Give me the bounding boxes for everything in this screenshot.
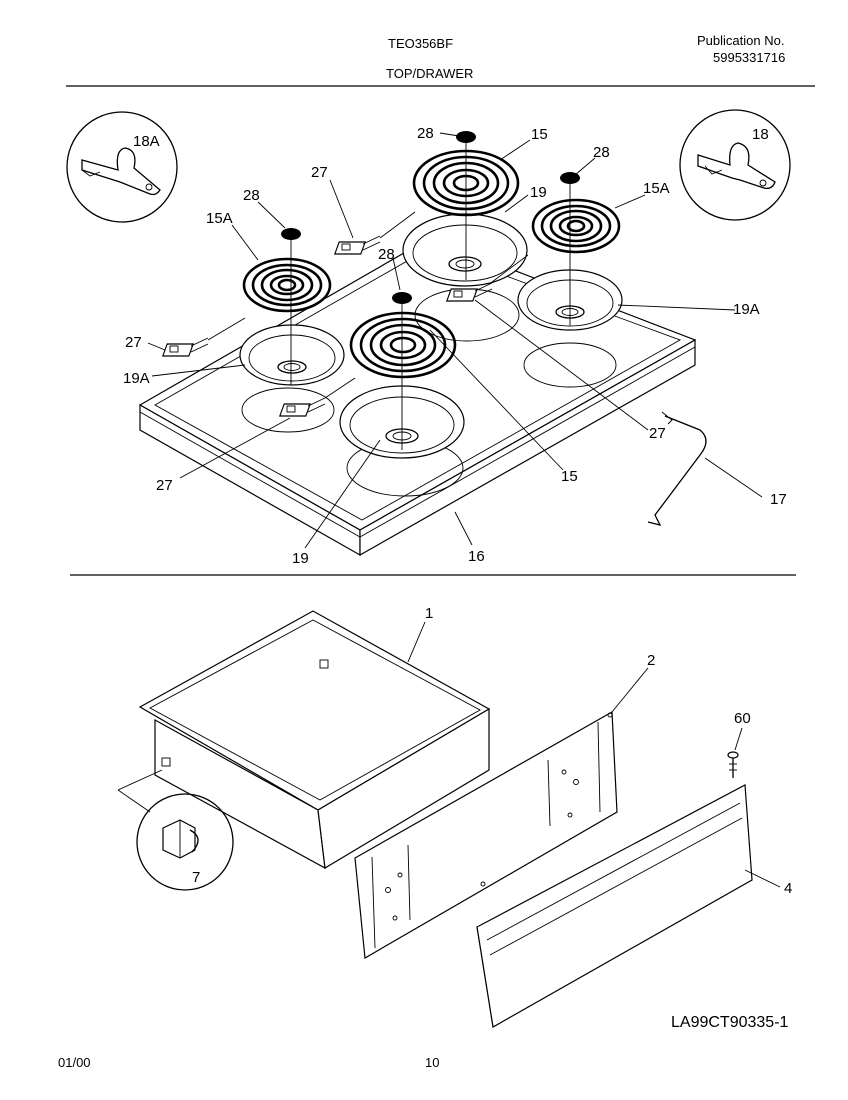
footer-page-number: 10 [425,1055,440,1070]
callout-4: 4 [784,880,792,897]
spacer-28-left [281,228,301,240]
callout-18A: 18A [133,133,160,150]
callout-16: 16 [468,548,485,565]
callout-15A-left: 15A [206,210,233,227]
callout-19-front: 19 [292,550,309,567]
drawer-front-panel-2 [354,710,618,959]
drawer-body-1 [138,610,491,870]
drawing-id: LA99CT90335-1 [671,1014,789,1031]
screw-60 [727,751,739,778]
spacer-28-center [392,292,412,304]
model-number: TEO356BF [388,36,454,51]
callout-27-left: 27 [125,334,142,351]
section-title: TOP/DRAWER [386,66,474,81]
publication-label: Publication No. [697,33,785,48]
callout-2: 2 [647,652,655,669]
callout-17: 17 [770,491,787,508]
callout-19-rear: 19 [530,184,547,201]
callout-7: 7 [192,869,200,886]
drip-bowl-19-rear [402,213,528,287]
surface-element-15A-left [242,257,332,313]
callout-27-front: 27 [156,477,173,494]
callout-19A-left: 19A [123,370,150,387]
footer-date: 01/00 [58,1055,91,1070]
callout-28-center: 28 [378,246,395,263]
receptacle-27-left [162,337,209,357]
inset-bracket-18 [679,109,791,221]
surface-element-15A-right [531,198,621,254]
callout-28-left: 28 [243,187,260,204]
callout-28-rear: 28 [417,125,434,142]
publication-number: 5995331716 [713,50,786,65]
callout-19A-right: 19A [733,301,760,318]
callout-18: 18 [752,126,769,143]
callout-15-front: 15 [561,468,578,485]
callout-60: 60 [734,710,751,727]
drip-bowl-19A-left [239,324,345,386]
inset-stop-7 [117,769,234,891]
spacer-28-rear [456,131,476,143]
inset-bracket-18A [66,111,178,223]
callout-15A-right: 15A [643,180,670,197]
callout-27-center: 27 [649,425,666,442]
callout-27-rear: 27 [311,164,328,181]
receptacle-27-rear-left [334,235,381,255]
callout-15-rear: 15 [531,126,548,143]
wire-assembly-17 [647,415,707,526]
drawer-handle-4 [476,784,753,1028]
callout-28-right: 28 [593,144,610,161]
callout-1: 1 [425,605,433,622]
